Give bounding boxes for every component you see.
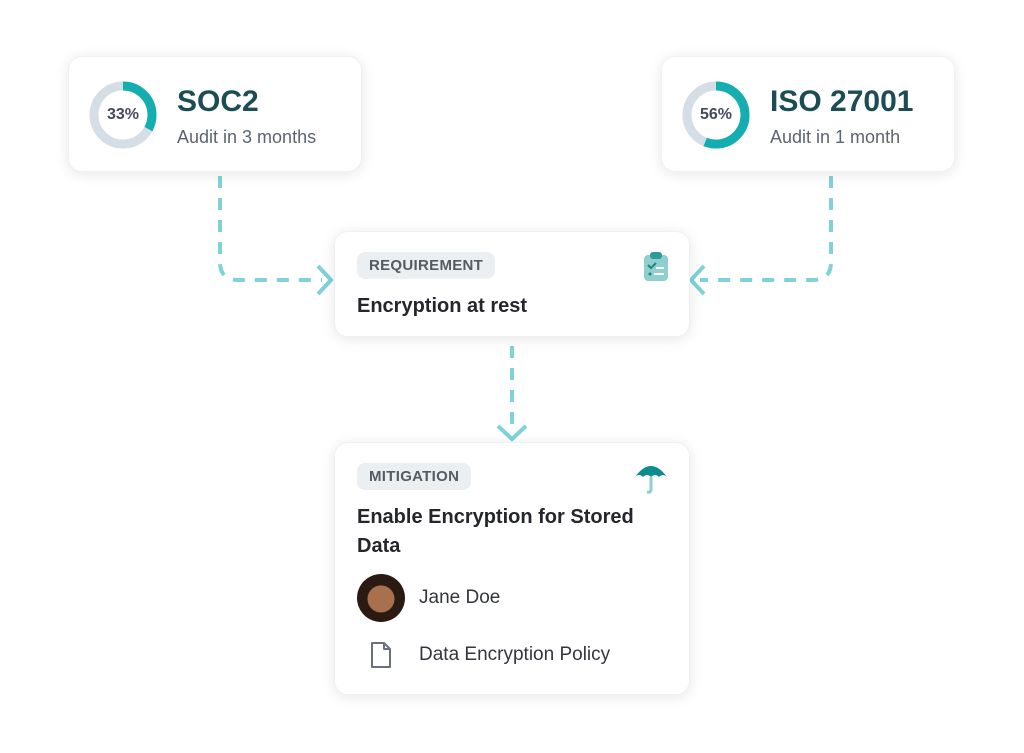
owner-row[interactable]: Jane Doe [357, 574, 500, 622]
requirement-badge: REQUIREMENT [357, 252, 496, 279]
framework-title: ISO 27001 [770, 85, 914, 118]
mitigation-title: Enable Encryption for Stored Data [357, 506, 634, 557]
soc2-connector [218, 176, 322, 282]
framework-title: SOC2 [177, 85, 259, 118]
arrow-right-icon [316, 264, 334, 296]
policy-name: Data Encryption Policy [419, 644, 611, 665]
mitigation-badge: MITIGATION [357, 463, 472, 490]
arrow-left-icon [688, 264, 706, 296]
requirement-card[interactable]: REQUIREMENT Encryption at rest [334, 231, 690, 337]
progress-arc [89, 81, 157, 149]
framework-card-soc2[interactable]: 33% SOC2 Audit in 3 months [68, 56, 362, 172]
umbrella-icon [633, 461, 669, 500]
avatar [357, 574, 405, 622]
owner-name: Jane Doe [419, 587, 501, 608]
document-icon [357, 641, 405, 669]
mitigation-card[interactable]: MITIGATION Enable Encryption for Stored … [334, 442, 690, 695]
progress-label: 33% [106, 106, 140, 123]
framework-subtitle: Audit in 1 month [770, 127, 901, 147]
arrow-down-icon [496, 424, 528, 442]
progress-arc [682, 81, 750, 149]
requirement-title: Encryption at rest [357, 295, 528, 317]
progress-donut: 33% [89, 81, 157, 149]
framework-card-iso[interactable]: 56% ISO 27001 Audit in 1 month [661, 56, 955, 172]
iso-connector [700, 176, 833, 282]
framework-subtitle: Audit in 3 months [177, 127, 317, 147]
clipboard-check-icon [643, 250, 669, 287]
progress-donut: 56% [682, 81, 750, 149]
policy-row[interactable]: Data Encryption Policy [357, 641, 610, 669]
progress-label: 56% [699, 106, 733, 123]
